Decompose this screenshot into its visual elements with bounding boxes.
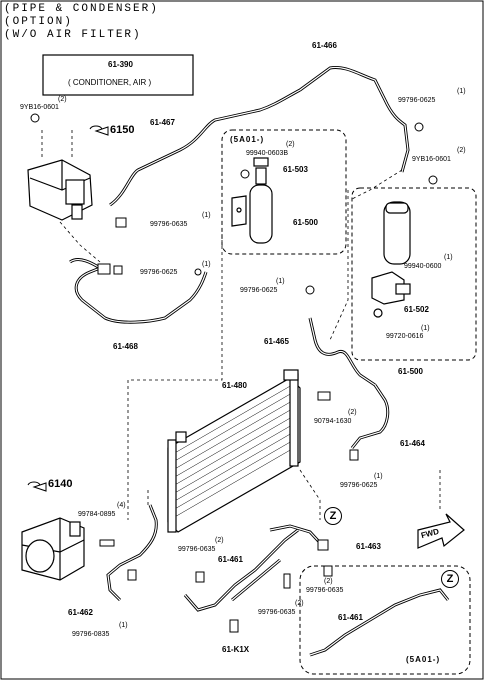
- variant-label-bottom: (5A01-): [406, 655, 441, 664]
- fastener-number[interactable]: 99720-0616: [386, 333, 424, 340]
- fastener-qty: (1): [444, 254, 453, 261]
- part-61-466[interactable]: 61-466: [312, 41, 337, 50]
- fastener-number[interactable]: 99796-0625: [240, 287, 278, 294]
- fastener-number[interactable]: 99796-0625: [140, 269, 178, 276]
- fastener-number[interactable]: 99796-0625: [398, 97, 436, 104]
- fastener-number[interactable]: 9YB16-0601: [412, 156, 451, 163]
- compressor: [21, 517, 85, 581]
- fastener-qty: (2): [215, 537, 224, 544]
- fastener-qty: (1): [374, 473, 383, 480]
- fastener-qty: (1): [421, 325, 430, 332]
- fastener-qty: (2): [295, 600, 304, 607]
- pipe-61-462: [106, 504, 158, 602]
- part-61-502[interactable]: 61-502: [404, 305, 429, 314]
- part-61-480[interactable]: 61-480: [222, 381, 247, 390]
- fastener-qty: (2): [58, 96, 67, 103]
- part-61-463[interactable]: 61-463: [356, 542, 381, 551]
- fastener-number[interactable]: 99940-0600: [404, 263, 442, 270]
- fastener-number[interactable]: 99796-0635: [150, 221, 188, 228]
- pipe-61-466: [299, 65, 410, 173]
- part-61-464[interactable]: 61-464: [400, 439, 425, 448]
- part-61-461[interactable]: 61-461: [218, 555, 243, 564]
- fwd-arrow: [417, 513, 465, 549]
- header-line-1: (PIPE & CONDENSER): [4, 3, 159, 15]
- ref-6140[interactable]: 6140: [48, 478, 73, 490]
- fastener-qty: (2): [457, 147, 466, 154]
- part-61-467[interactable]: 61-467: [150, 118, 175, 127]
- part-61-468[interactable]: 61-468: [113, 342, 138, 351]
- fastener-number[interactable]: 99796-0835: [72, 631, 110, 638]
- fastener-qty: (2): [324, 578, 333, 585]
- fastener-qty: (1): [202, 212, 211, 219]
- fastener-qty: (4): [117, 502, 126, 509]
- part-61-503[interactable]: 61-503: [283, 165, 308, 174]
- pipe-61-461: [183, 528, 299, 612]
- part-61-462[interactable]: 61-462: [68, 608, 93, 617]
- pipe-61-464: [350, 384, 390, 449]
- receiver-drier-right: [371, 201, 411, 318]
- z-marker: Z: [324, 507, 342, 525]
- part-box-outline: [42, 54, 194, 96]
- header-line-2: (OPTION): [4, 16, 73, 28]
- part-61-500-top[interactable]: 61-500: [293, 218, 318, 227]
- receiver-drier-top: [231, 157, 273, 244]
- evaporator-unit: [27, 159, 93, 221]
- fastener-qty: (1): [276, 278, 285, 285]
- fastener-number[interactable]: 90794-1630: [314, 418, 352, 425]
- fastener-qty: (1): [457, 88, 466, 95]
- fastener-qty: (1): [202, 261, 211, 268]
- fastener-number[interactable]: 99796-0635: [178, 546, 216, 553]
- part-61-465[interactable]: 61-465: [264, 337, 289, 346]
- part-box-number: 61-390: [108, 60, 133, 69]
- variant-box-5a01-top: [221, 129, 347, 255]
- ref-6150[interactable]: 6150: [110, 124, 135, 136]
- part-61-k1x[interactable]: 61-K1X: [222, 645, 250, 654]
- pipe-61-467: [109, 88, 301, 207]
- fastener-number[interactable]: 9YB16-0601: [20, 104, 59, 111]
- fastener-qty: (2): [286, 141, 295, 148]
- fastener-qty: (2): [348, 409, 357, 416]
- fastener-number[interactable]: 99784-0895: [78, 511, 116, 518]
- fastener-number[interactable]: 99796-0635: [306, 587, 344, 594]
- fastener-number[interactable]: 99796-0625: [340, 482, 378, 489]
- z-marker: Z: [441, 570, 459, 588]
- variant-box-5a01-bottom: [299, 565, 471, 675]
- condenser-61-480: [167, 369, 301, 533]
- pipe-61-468: [69, 258, 208, 324]
- header-line-3: (W/O AIR FILTER): [4, 29, 142, 41]
- variant-box-61-500: [351, 187, 477, 361]
- fastener-number[interactable]: 99796-0635: [258, 609, 296, 616]
- part-61-461-variant[interactable]: 61-461: [338, 613, 363, 622]
- part-61-500-right[interactable]: 61-500: [398, 367, 423, 376]
- fastener-qty: (1): [119, 622, 128, 629]
- part-box-name: ( CONDITIONER, AIR ): [68, 78, 152, 87]
- fastener-number[interactable]: 99940-0603B: [246, 150, 289, 157]
- variant-label-top: (5A01-): [230, 135, 265, 144]
